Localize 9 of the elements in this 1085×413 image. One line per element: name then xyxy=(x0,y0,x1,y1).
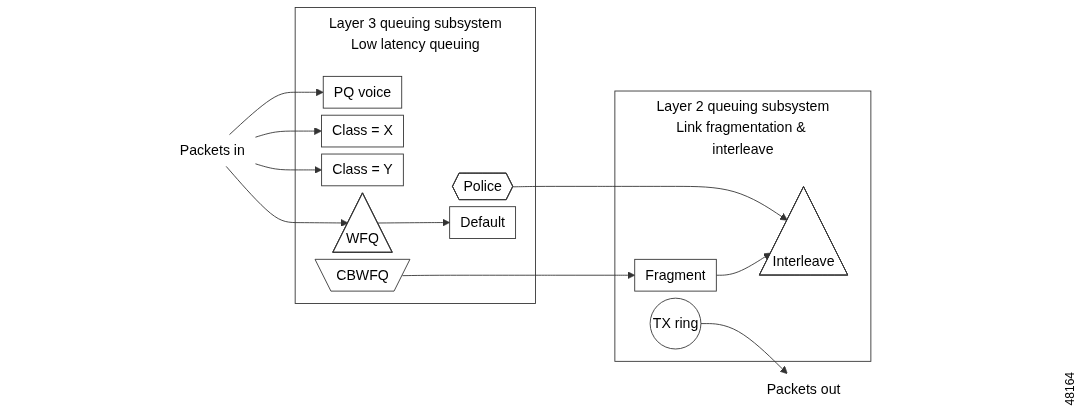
node-box: PQ voice xyxy=(322,75,403,109)
node-box: Class = Y xyxy=(321,153,404,187)
node-box: Default xyxy=(449,206,517,239)
node-box: Class = X xyxy=(321,114,404,148)
figure-number: 48164 xyxy=(1063,371,1077,405)
node-text: Packets in xyxy=(179,142,245,158)
node-text: Packets out xyxy=(766,381,841,397)
node-box: Fragment xyxy=(634,258,717,292)
node-circle: TX ring xyxy=(649,297,702,350)
